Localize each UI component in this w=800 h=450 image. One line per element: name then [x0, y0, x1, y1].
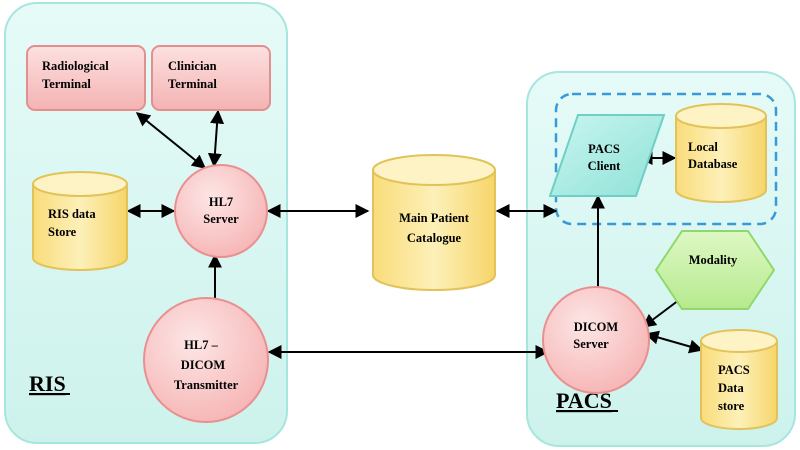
main-patient-catalogue-line2: Catalogue [407, 231, 462, 245]
clinician-terminal-line1: Clinician [168, 59, 217, 73]
pacs-client-node[interactable]: PACS Client [548, 114, 666, 197]
dicom-server-line2: Server [573, 337, 609, 351]
local-database-line2: Database [688, 157, 738, 171]
hl7-dicom-transmitter-line2: DICOM [181, 358, 226, 372]
pacs-data-store-line3: store [718, 399, 745, 413]
arrow-clinician-hl7 [207, 109, 225, 168]
radiological-terminal-line2: Terminal [42, 77, 91, 91]
ris-data-store-line1: RIS data [48, 207, 96, 221]
hl7-dicom-transmitter-line1: HL7 – [184, 338, 218, 352]
dicom-server-node[interactable]: DICOM Server [542, 286, 650, 394]
pacs-data-store-line2: Data [718, 381, 744, 395]
modality-line1: Modality [689, 253, 738, 267]
hl7-server-line2: Server [203, 212, 239, 226]
hl7-server-line1: HL7 [209, 195, 233, 209]
dicom-server-line1: DICOM [574, 320, 619, 334]
local-database-node[interactable]: Local Database [675, 103, 767, 203]
hl7-dicom-transmitter-node[interactable]: HL7 – DICOM Transmitter [143, 297, 269, 423]
radiological-terminal-line1: Radiological [42, 59, 109, 73]
pacs-client-line2: Client [588, 159, 621, 173]
modality-node[interactable]: Modality [654, 230, 776, 310]
local-database-line1: Local [688, 140, 718, 154]
ris-data-store-node[interactable]: RIS data Store [32, 171, 128, 271]
arrow-radiological-hl7 [135, 112, 207, 169]
clinician-terminal-line2: Terminal [168, 77, 217, 91]
pacs-data-store-line1: PACS [718, 363, 750, 377]
arrow-dicom-pacsdatastore [644, 330, 704, 354]
hl7-server-node[interactable]: HL7 Server [174, 164, 268, 258]
main-patient-catalogue-node[interactable]: Main Patient Catalogue [372, 154, 496, 291]
ris-data-store-line2: Store [48, 225, 77, 239]
pacs-client-group-boundary [554, 92, 778, 226]
pacs-data-store-node[interactable]: PACS Data store [700, 329, 778, 430]
radiological-terminal-node[interactable]: Radiological Terminal [26, 45, 146, 111]
ris-region-label: RIS [29, 371, 66, 396]
hl7-dicom-transmitter-line3: Transmitter [174, 378, 239, 392]
main-patient-catalogue-line1: Main Patient [399, 211, 470, 225]
pacs-client-line1: PACS [588, 142, 620, 156]
clinician-terminal-node[interactable]: Clinician Terminal [151, 45, 271, 111]
